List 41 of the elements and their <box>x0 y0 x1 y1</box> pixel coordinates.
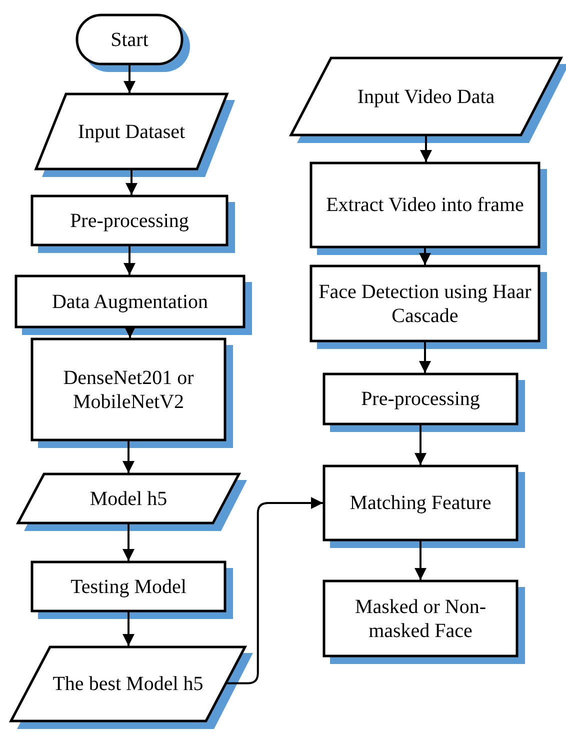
data-parallelogram <box>290 57 566 144</box>
node-label: Extract Video into frame <box>326 193 524 217</box>
node-label: DenseNet201 or MobileNetV2 <box>62 366 195 414</box>
terminal-shape <box>76 14 191 73</box>
process-box <box>323 465 526 549</box>
process-box <box>31 195 236 254</box>
process-box <box>31 338 234 449</box>
node-label: Testing Model <box>70 574 186 598</box>
arrow <box>414 425 426 465</box>
arrow <box>419 342 431 373</box>
arrow <box>226 497 323 684</box>
process-box <box>310 162 548 256</box>
arrow <box>126 170 138 195</box>
node-label: Face Detection using Haar Cascade <box>318 280 532 328</box>
node-label: The best Model h5 <box>52 672 204 696</box>
data-parallelogram <box>35 93 236 178</box>
data-parallelogram <box>17 473 248 532</box>
process-box <box>323 373 526 433</box>
node-label: Pre-processing <box>70 208 189 232</box>
process-box <box>31 561 234 620</box>
arrow <box>122 524 134 561</box>
node-label: Pre-processing <box>361 387 480 411</box>
process-box <box>15 275 253 336</box>
arrow <box>414 541 426 580</box>
arrow <box>419 248 431 265</box>
arrow <box>124 246 136 275</box>
arrow <box>124 65 136 93</box>
node-label: Matching Feature <box>350 491 492 515</box>
arrow <box>122 441 134 473</box>
node-label: Start <box>110 28 148 52</box>
process-box <box>310 265 548 350</box>
arrow <box>420 136 432 162</box>
process-box <box>323 580 526 665</box>
node-label: Input Video Data <box>357 84 495 108</box>
node-label: Model h5 <box>90 486 168 510</box>
data-parallelogram <box>10 646 254 730</box>
node-label: Input Dataset <box>78 120 186 144</box>
node-label: Masked or Non-masked Face <box>354 594 488 642</box>
arrow <box>124 326 136 338</box>
node-label: Data Augmentation <box>52 290 208 314</box>
arrow <box>122 612 134 646</box>
